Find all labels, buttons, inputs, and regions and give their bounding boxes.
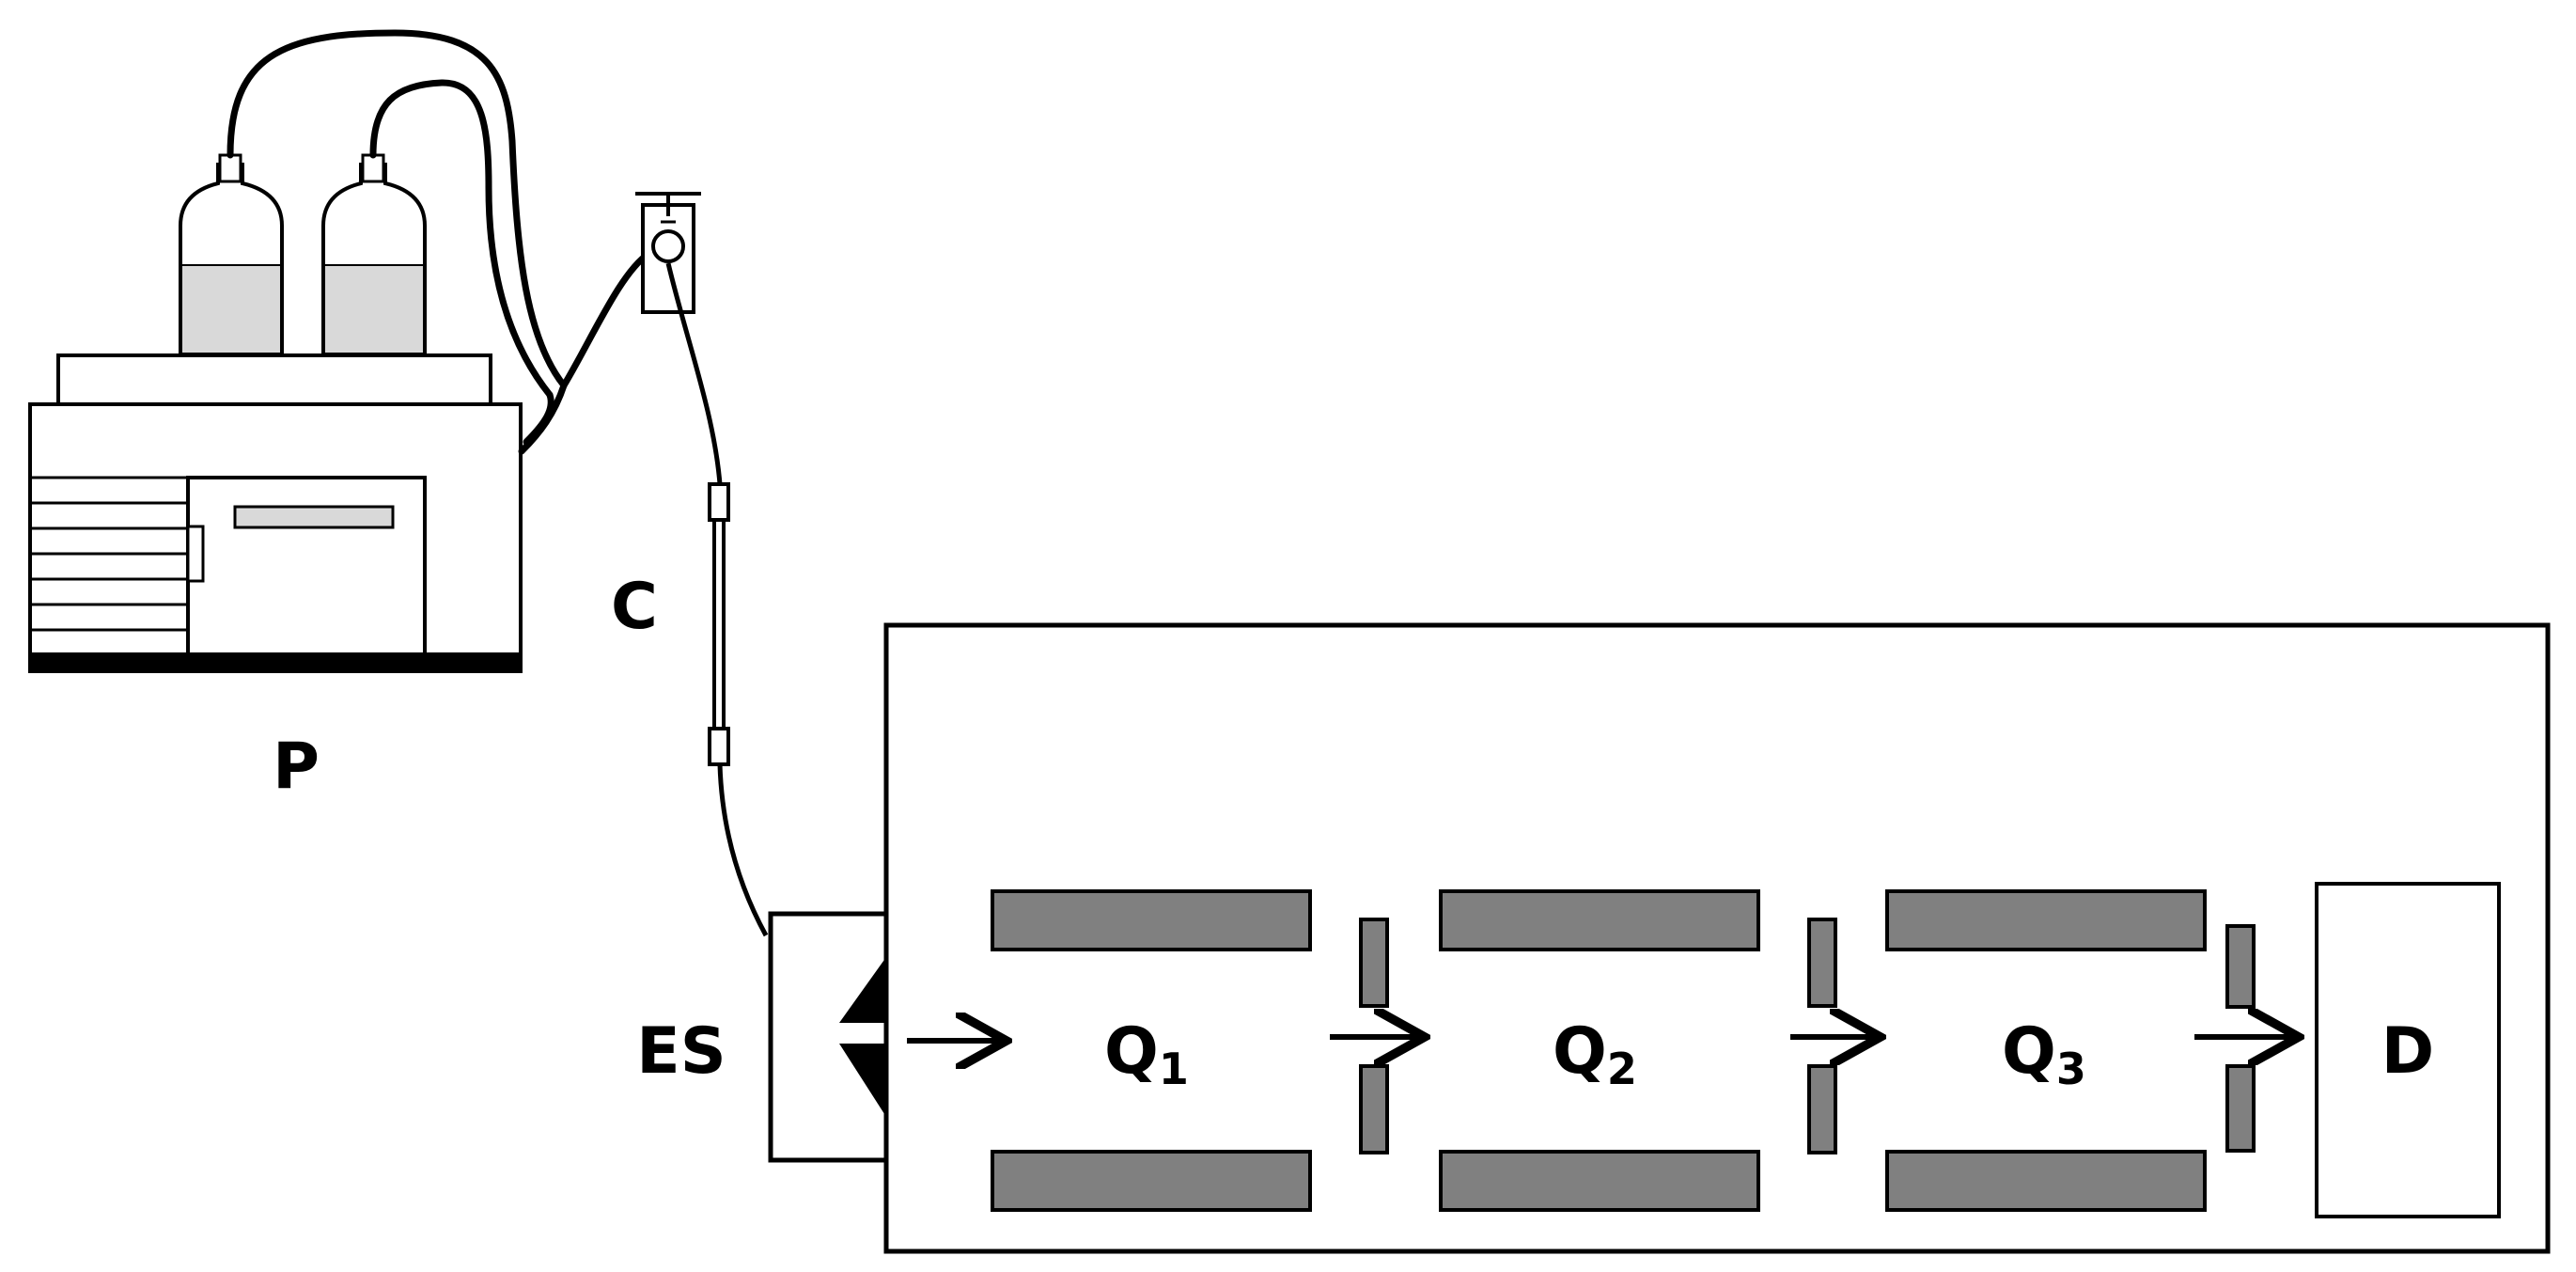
solvent-bottle-1 (179, 153, 284, 356)
pump-label: P (273, 730, 320, 804)
pump-door-handle (186, 525, 205, 583)
solvent-bottle-2 (321, 153, 427, 356)
lens-1-bottom (1359, 1064, 1389, 1154)
q3-label: Q3 (2002, 1014, 2086, 1094)
detector-box (2315, 882, 2501, 1218)
column-to-source-tube (717, 763, 769, 937)
ion-path-arrows (907, 1037, 2293, 1041)
bottle-2-cap (361, 153, 385, 183)
lens-3-top (2225, 924, 2256, 1009)
pump-door (186, 476, 427, 656)
q2-top-rod (1439, 889, 1760, 951)
pump (28, 353, 523, 673)
bottle-1-liquid (182, 265, 280, 353)
bottle-2-liquid (325, 265, 423, 353)
column (708, 482, 730, 766)
column-label: C (611, 570, 658, 644)
es-cone-lower (839, 1044, 886, 1117)
source-label: ES (636, 1014, 726, 1089)
q3-bottom-rod (1885, 1150, 2207, 1212)
pump-base (28, 652, 523, 673)
q2-bottom-rod (1439, 1150, 1760, 1212)
q2-label: Q2 (1553, 1014, 1637, 1094)
lens-3-bottom (2225, 1064, 2256, 1153)
solvent-tubing (226, 29, 652, 455)
injector-valve (651, 229, 685, 263)
electrospray-source (768, 911, 889, 1163)
column-body (712, 518, 726, 730)
q1-label: Q1 (1104, 1014, 1189, 1094)
injector (635, 192, 701, 314)
column-bottom-fitting (708, 727, 730, 766)
lens-1-top (1359, 918, 1389, 1008)
q3-top-rod (1885, 889, 2207, 951)
pump-vent (30, 476, 188, 632)
quadrupole-rods (991, 889, 2207, 1212)
q1-bottom-rod (991, 1150, 1312, 1212)
q1-top-rod (991, 889, 1312, 951)
solvent-bottles (179, 153, 427, 356)
pump-display (233, 505, 395, 529)
bottle-1-cap (218, 153, 242, 183)
es-box (768, 911, 889, 1163)
ion-lenses (1359, 918, 2256, 1154)
lens-2-top (1807, 918, 1837, 1008)
lens-2-bottom (1807, 1064, 1837, 1154)
column-top-fitting (708, 482, 730, 522)
injector-to-column-tube (665, 262, 723, 485)
es-cone-upper (839, 957, 886, 1023)
detector-label: D (2381, 1014, 2434, 1089)
pump-top-plate (56, 353, 492, 406)
